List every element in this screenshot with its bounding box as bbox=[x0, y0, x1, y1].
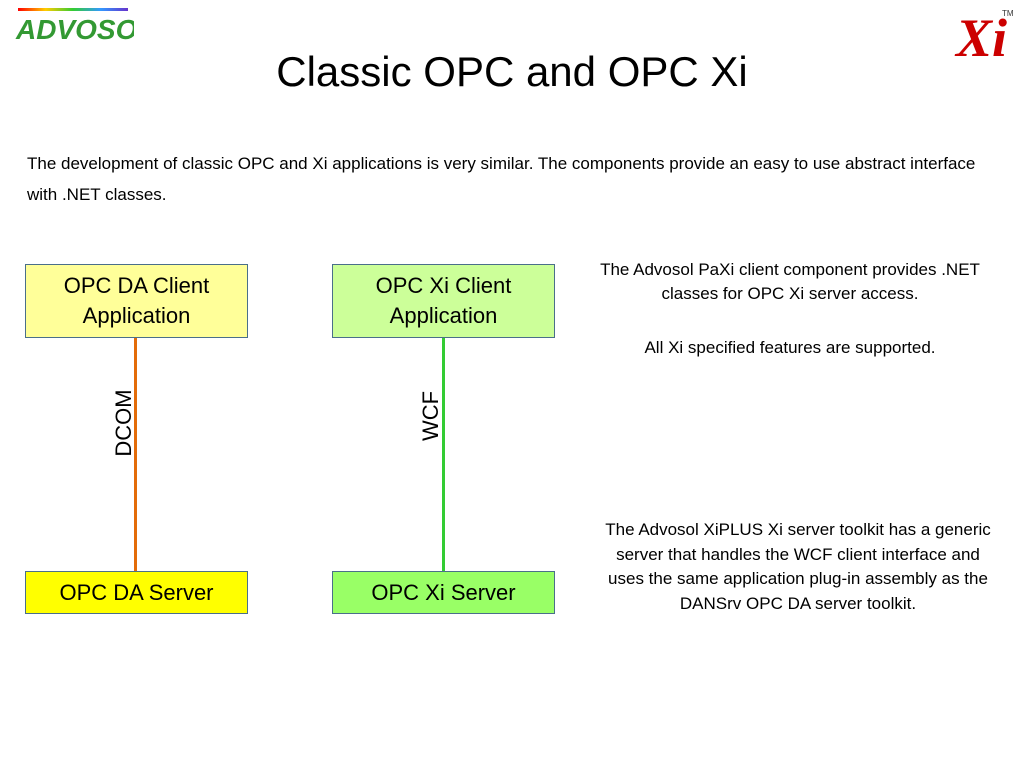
opc-da-server-label: OPC DA Server bbox=[59, 579, 214, 605]
xi-logo-trademark: TM bbox=[1002, 9, 1014, 18]
server-note: The Advosol XiPLUS Xi server toolkit has… bbox=[605, 520, 991, 613]
wcf-label: WCF bbox=[418, 390, 443, 442]
xi-logo: Xi TM bbox=[952, 4, 1018, 68]
page-title: Classic OPC and OPC Xi bbox=[276, 48, 748, 95]
opc-xi-server-box: OPC Xi Server bbox=[332, 571, 555, 614]
opc-da-client-box: OPC DA Client Application bbox=[25, 264, 248, 338]
wcf-connector bbox=[442, 338, 445, 571]
dcom-label: DCOM bbox=[111, 389, 136, 457]
opc-xi-client-box: OPC Xi Client Application bbox=[332, 264, 555, 338]
intro-text: The development of classic OPC and Xi ap… bbox=[27, 154, 976, 204]
xi-logo-text: Xi bbox=[954, 8, 1007, 68]
advosol-logo: ADVOSOL bbox=[14, 6, 154, 45]
dcom-connector bbox=[134, 338, 137, 571]
client-note-1: The Advosol PaXi client component provid… bbox=[600, 260, 980, 303]
opc-da-server-box: OPC DA Server bbox=[25, 571, 248, 614]
client-note-2: All Xi specified features are supported. bbox=[644, 338, 936, 357]
opc-da-client-line2: Application bbox=[82, 303, 191, 328]
advosol-logo-text: ADVOSOL bbox=[15, 14, 134, 44]
opc-xi-client-line1: OPC Xi Client bbox=[375, 273, 512, 298]
opc-da-client-line1: OPC DA Client bbox=[63, 273, 210, 298]
opc-xi-client-line2: Application bbox=[389, 303, 498, 328]
opc-xi-server-label: OPC Xi Server bbox=[371, 579, 516, 605]
